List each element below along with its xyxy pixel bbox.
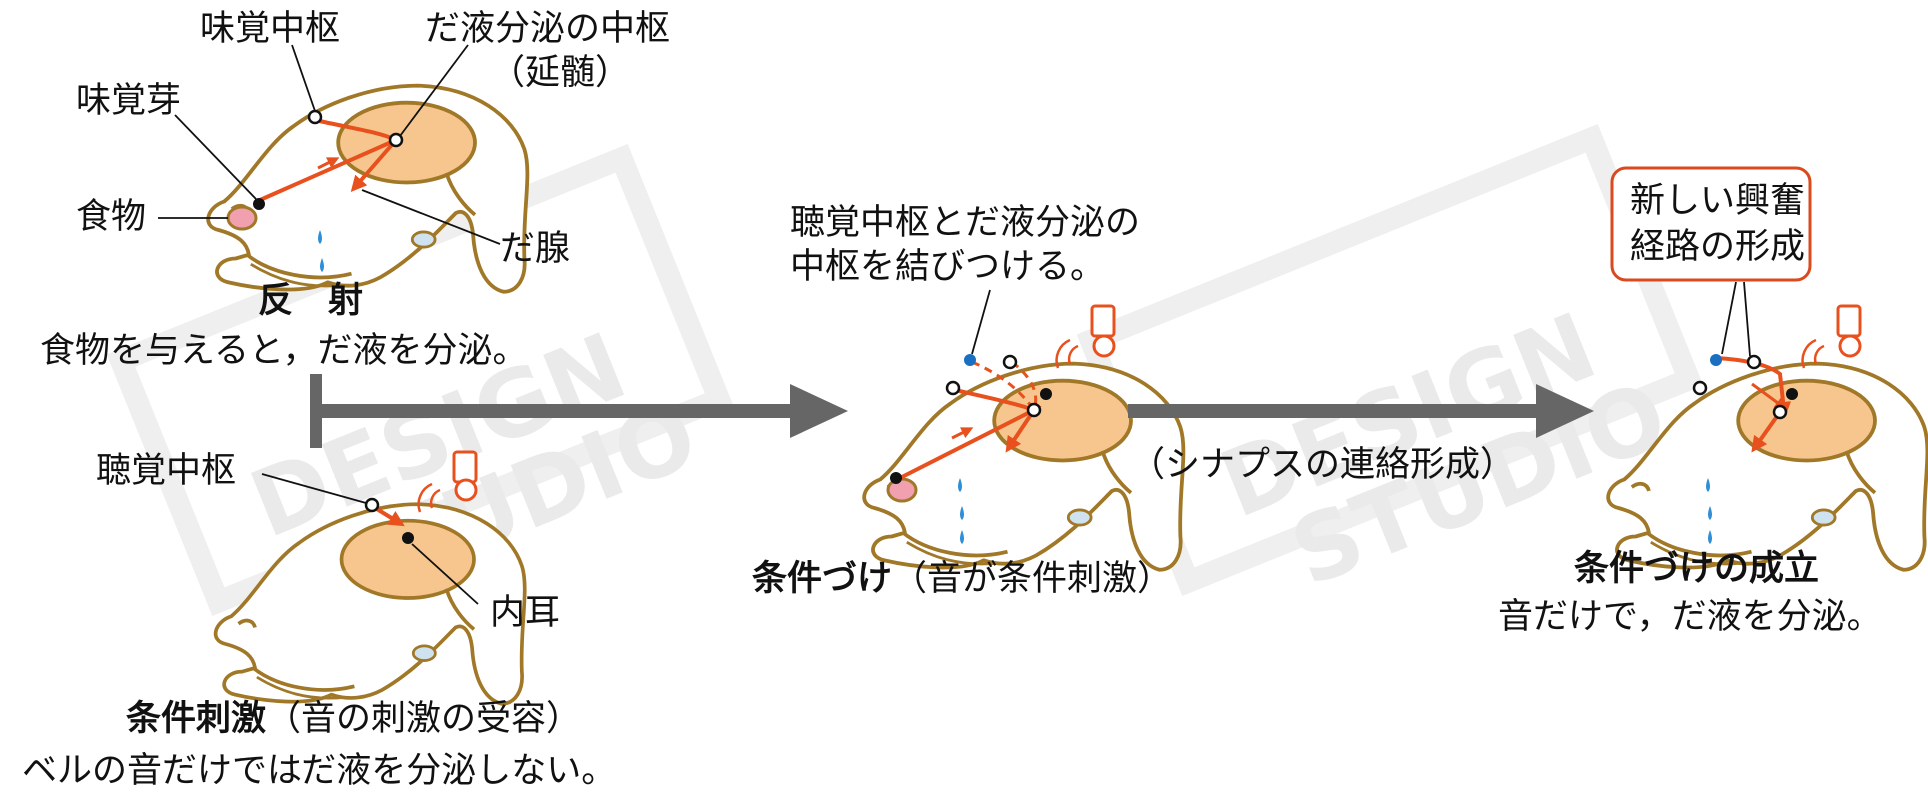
arrow-bracket (310, 374, 322, 448)
reflex-caption: 食物を与えると，だ液を分泌。 (40, 331, 528, 371)
label-salivary-gland: だ腺 (500, 229, 570, 269)
callout-box: 新しい興奮 経路の形成 (1610, 166, 1812, 282)
saliva-center-point (1772, 404, 1788, 420)
conditioning-note-line1: 聴覚中枢とだ液分泌の (790, 203, 1140, 243)
taste-center-point (945, 380, 961, 396)
motor-nerve (350, 138, 398, 193)
established-caption: 音だけで，だ液を分泌。 (1498, 597, 1882, 637)
saliva-drops (318, 230, 324, 272)
reflex-panel: 味覚中枢 だ液分泌の中枢 （延髄） 味覚芽 食物 だ腺 反 射 食物を与えると，… (40, 9, 670, 371)
conditioning-panel: 聴覚中枢とだ液分泌の 中枢を結びつける。 条件づけ（音が条件刺激） (752, 203, 1186, 599)
stimulus-title: 条件刺激（音の刺激の受容） (126, 699, 581, 739)
arrow-head (1536, 384, 1594, 438)
label-medulla: （延髄） (490, 53, 630, 93)
sensory-nerve (259, 138, 397, 202)
established-panel: 新しい興奮 経路の形成 条件づけの成立 音だけで，だ液を分泌。 (1498, 166, 1928, 637)
stimulus-caption: ベルの音だけではだ液を分泌しない。 (22, 751, 616, 791)
auditory-center-point (1746, 354, 1762, 370)
label-taste-bud: 味覚芽 (76, 81, 181, 121)
label-auditory-center: 聴覚中枢 (96, 451, 236, 491)
bell-icon (1090, 304, 1116, 358)
label-taste-center: 味覚中枢 (200, 9, 340, 49)
callout-line2: 経路の形成 (1630, 227, 1805, 267)
saliva-center-point (1026, 402, 1042, 418)
sound-wave-icon (1055, 338, 1079, 369)
saliva-center-point (388, 132, 404, 148)
inner-ear-point (1040, 388, 1052, 400)
inner-ear-point (1786, 388, 1798, 400)
label-inner-ear: 内耳 (490, 593, 560, 633)
signal-arrow (317, 157, 340, 170)
auditory-center-point (1002, 354, 1018, 370)
taste-bud-point (890, 472, 902, 484)
dog-head-illustration-stimulus (213, 502, 527, 706)
established-title: 条件づけの成立 (1574, 549, 1819, 589)
connection-point (1710, 354, 1722, 366)
taste-bud-point (253, 198, 265, 210)
auditory-center-point (364, 497, 380, 513)
bell-icon (1836, 304, 1862, 358)
label-saliva-center: だ液分泌の中枢 (425, 9, 670, 49)
stimulus-panel: 聴覚中枢 内耳 条件刺激（音の刺激の受容） ベルの音だけではだ液を分泌しない。 (22, 450, 616, 791)
conditioning-note-line2: 中枢を結びつける。 (790, 247, 1105, 287)
flow-arrow-1 (310, 374, 848, 448)
conditioning-title: 条件づけ（音が条件刺激） (752, 559, 1172, 599)
bell-icon (452, 450, 478, 502)
label-food: 食物 (76, 197, 146, 237)
flow-arrow-2: （シナプスの連絡形成） (1128, 384, 1594, 485)
connection-point (964, 354, 976, 366)
sound-wave-icon (417, 482, 441, 513)
reflex-title: 反 射 (258, 281, 363, 321)
callout-line1: 新しい興奮 (1630, 181, 1805, 221)
sound-wave-icon (1801, 338, 1825, 369)
inner-ear-point (402, 532, 414, 544)
synapse-label: （シナプスの連絡形成） (1130, 445, 1515, 485)
saliva-drops (958, 478, 964, 544)
food (226, 205, 258, 231)
taste-center-point (1692, 380, 1708, 396)
taste-center-point (307, 109, 323, 125)
arrow-head (790, 384, 848, 438)
dog-head-illustration-reflex (206, 83, 530, 294)
saliva-drops (1706, 478, 1712, 544)
